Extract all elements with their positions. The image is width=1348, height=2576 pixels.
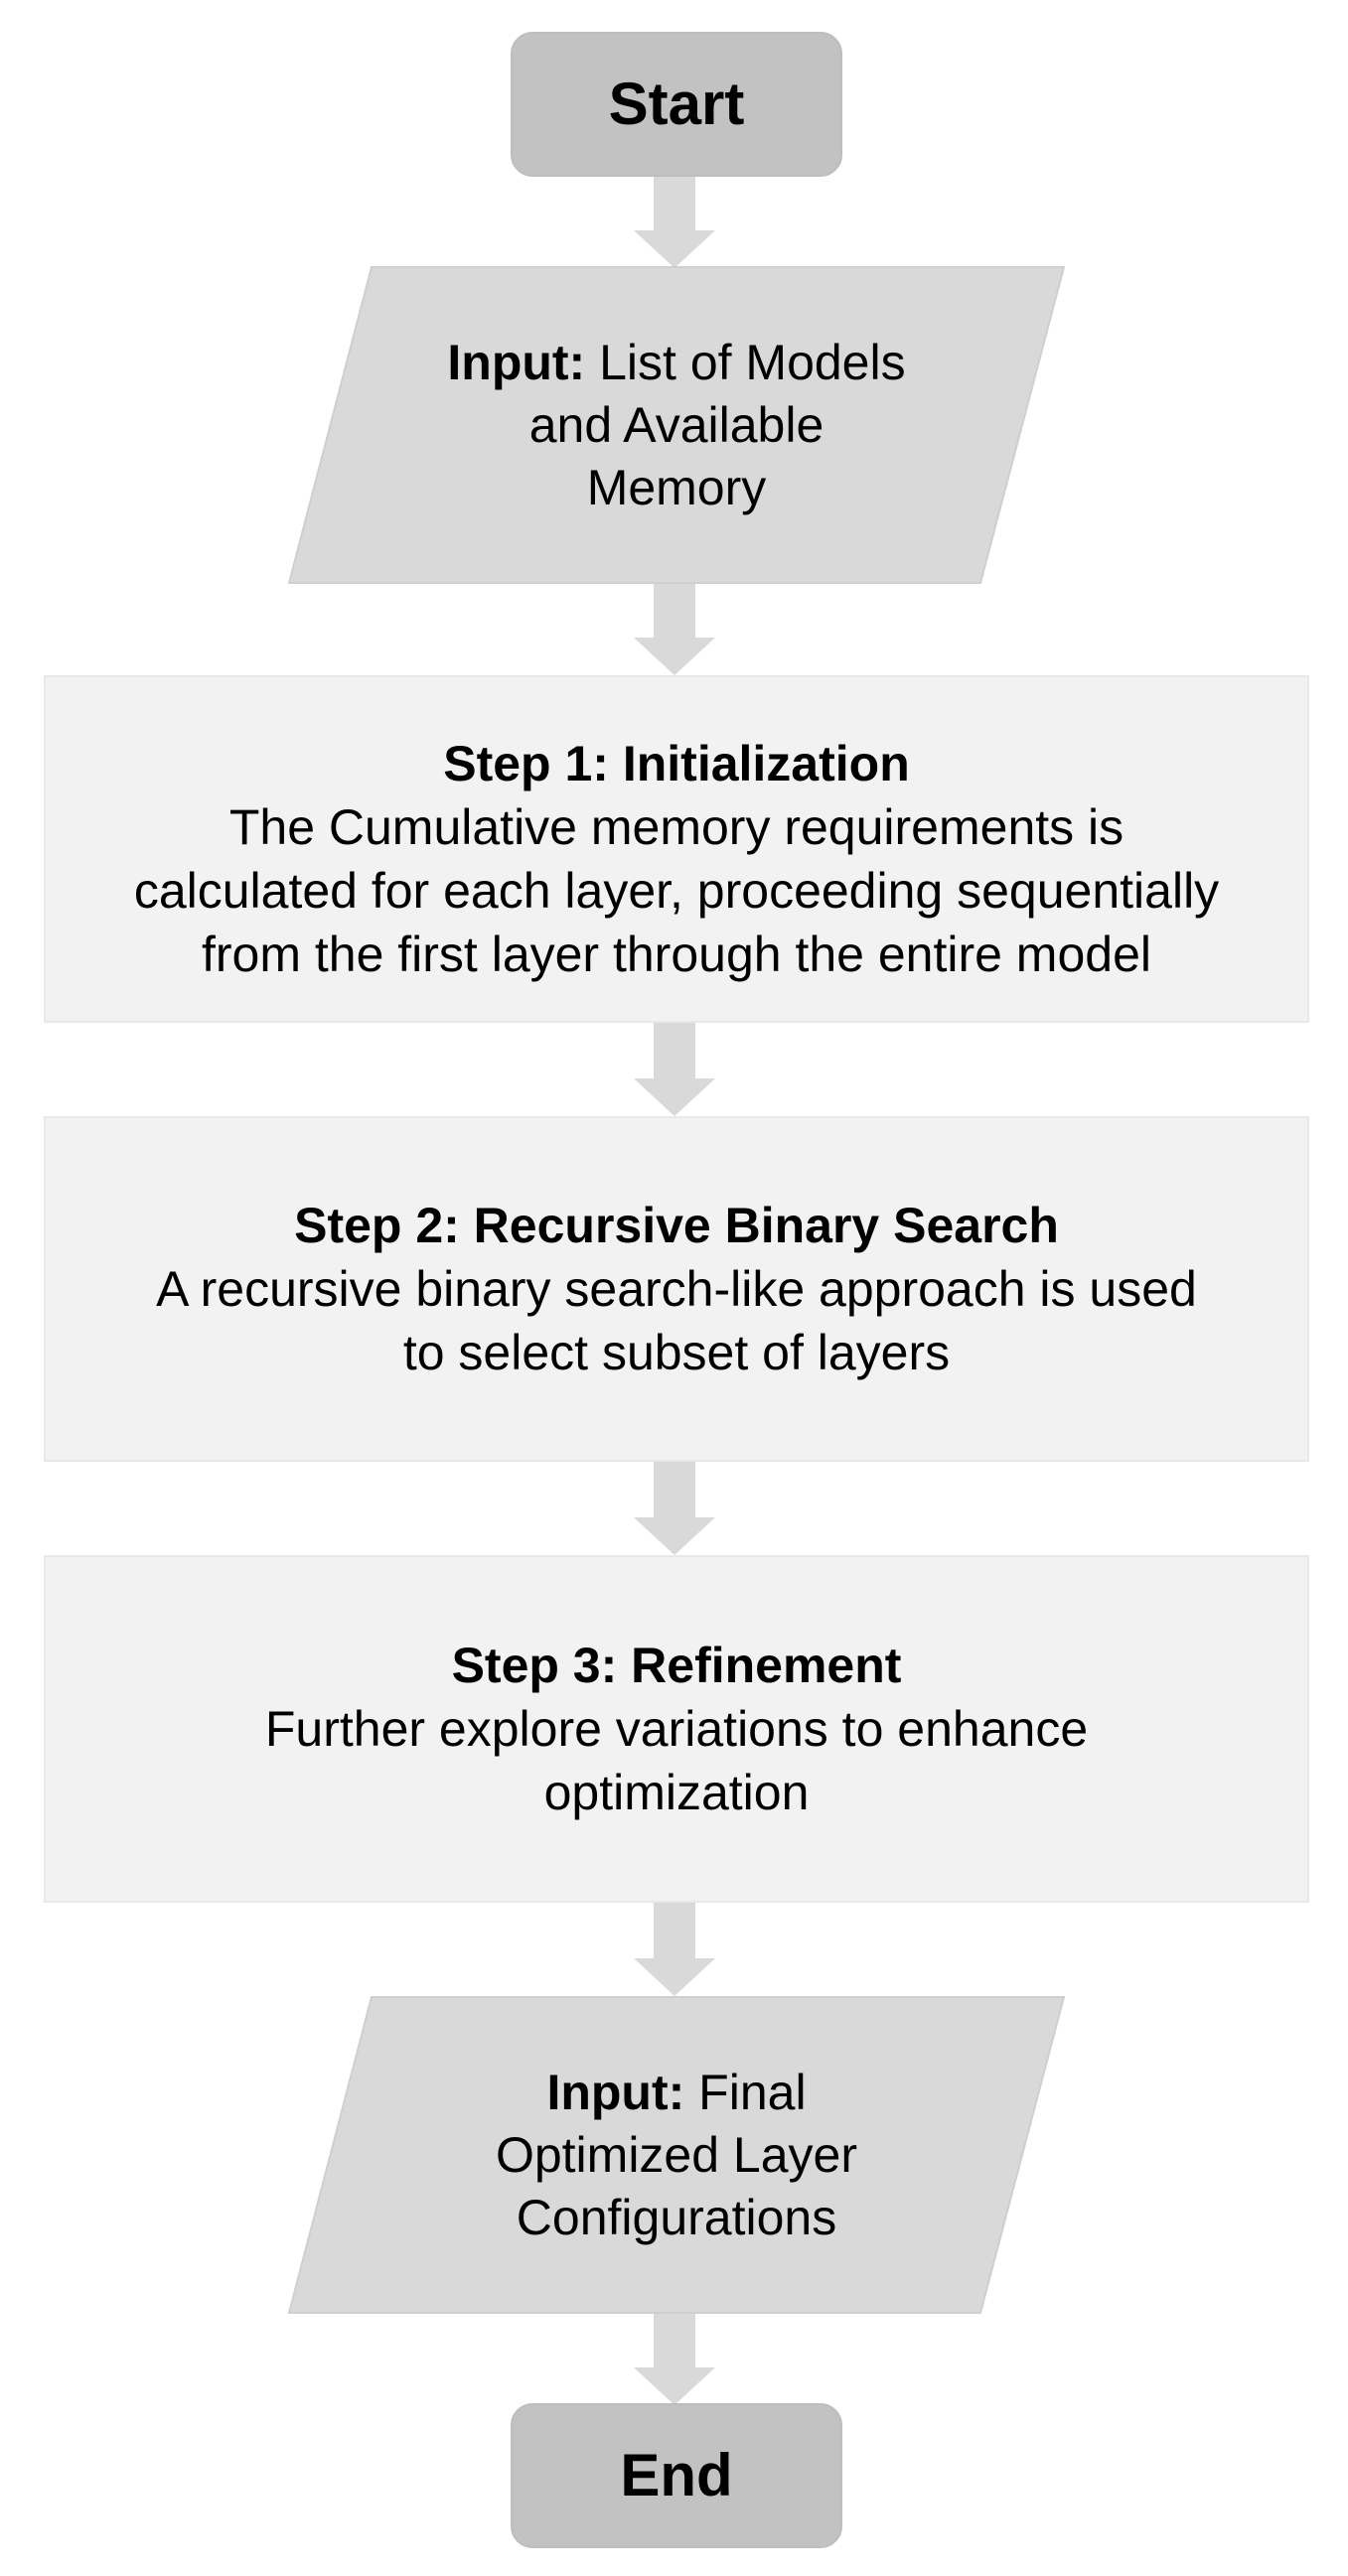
input-final-bold: Input:	[546, 2064, 685, 2120]
end-label: End	[620, 2442, 733, 2508]
arrow-input-to-step1	[634, 584, 715, 675]
input-models-text: List of Models	[599, 334, 906, 390]
step2-title: Step 2: Recursive Binary Search	[294, 1198, 1059, 1253]
start-label: Start	[608, 71, 745, 137]
step3-title: Step 3: Refinement	[451, 1638, 902, 1693]
input-models-line1: Input: List of Models	[368, 332, 985, 394]
step3-description: Further explore variations to enhance op…	[264, 1701, 1089, 1820]
input-models-line2: and Available	[528, 396, 824, 453]
input-final-line2: Optimized Layer	[495, 2126, 858, 2183]
step3-node: Step 3: Refinement Further explore varia…	[44, 1555, 1309, 1903]
step1-node: Step 1: Initialization The Cumulative me…	[44, 675, 1309, 1023]
start-node: Start	[511, 32, 842, 177]
input-final-line1: Input: Final	[368, 2062, 985, 2124]
input-final-text: Final	[698, 2064, 807, 2120]
step1-title: Step 1: Initialization	[443, 736, 910, 791]
arrow-step2-to-step3	[634, 1462, 715, 1555]
step2-description: A recursive binary search-like approach …	[156, 1261, 1197, 1380]
arrow-step3-to-input	[634, 1903, 715, 1996]
input-final-line3: Configurations	[516, 2189, 837, 2245]
input-final-node: Input: Final Optimized Layer Configurati…	[288, 1996, 1065, 2314]
arrow-step1-to-step2	[634, 1023, 715, 1116]
input-models-line3: Memory	[586, 459, 767, 515]
step2-node: Step 2: Recursive Binary Search A recurs…	[44, 1116, 1309, 1462]
arrow-input-to-end	[634, 2314, 715, 2405]
arrow-start-to-input	[634, 177, 715, 268]
input-models-bold: Input:	[447, 334, 586, 390]
input-models-node: Input: List of Models and Available Memo…	[288, 266, 1065, 584]
end-node: End	[511, 2403, 842, 2548]
step1-description: The Cumulative memory requirements is ca…	[133, 799, 1220, 982]
